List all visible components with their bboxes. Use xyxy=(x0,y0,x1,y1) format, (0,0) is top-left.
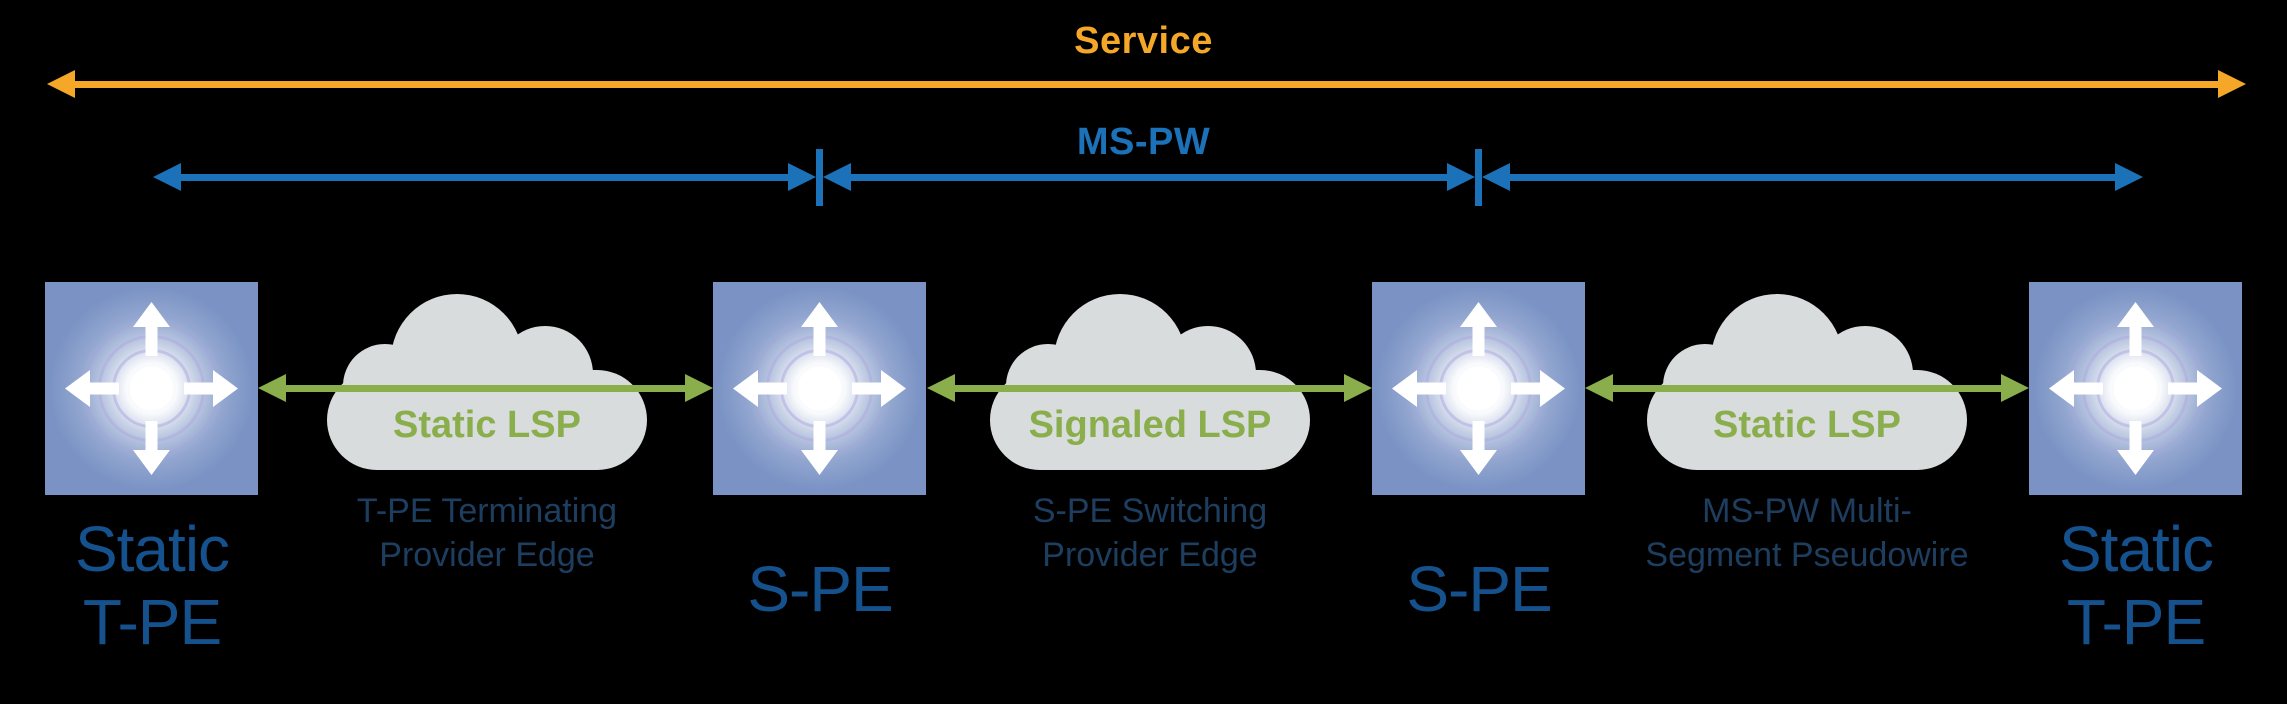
node-label-spe-right: S-PE xyxy=(1289,553,1669,626)
arrowhead-left-icon xyxy=(1585,374,1613,402)
arrow-line xyxy=(282,384,689,392)
router-node-spe-right xyxy=(1372,282,1585,495)
network-cloud-icon xyxy=(1647,294,1967,470)
router-node-static-tpe-left xyxy=(45,282,258,495)
node-label-static-tpe-right: Static T-PE xyxy=(1946,513,2287,659)
arrow-line xyxy=(177,173,792,181)
arrowhead-right-icon xyxy=(2115,163,2143,191)
description-line: MS-PW Multi- xyxy=(1702,492,1912,530)
mspw-segment-3-arrow-icon xyxy=(1482,163,2143,191)
node-label-line: S-PE xyxy=(1406,553,1552,625)
arrowhead-left-icon xyxy=(927,374,955,402)
node-label-spe-left: S-PE xyxy=(630,553,1010,626)
service-span-label: Service xyxy=(1074,20,1213,62)
arrowhead-right-icon xyxy=(685,374,713,402)
description-mspw: MS-PW Multi- Segment Pseudowire xyxy=(1577,489,2037,577)
lsp-label: Static LSP xyxy=(1713,404,1901,446)
arrowhead-right-icon xyxy=(788,163,816,191)
arrowhead-right-icon xyxy=(1447,163,1475,191)
segment-junction-bar-icon xyxy=(1475,149,1482,206)
router-cross-arrows-icon xyxy=(2029,282,2242,495)
service-double-arrow-icon xyxy=(47,70,2246,98)
router-cross-arrows-icon xyxy=(713,282,926,495)
arrow-line xyxy=(71,80,2222,88)
mspw-segment-2-arrow-icon xyxy=(823,163,1475,191)
arrowhead-left-icon xyxy=(153,163,181,191)
arrowhead-left-icon xyxy=(823,163,851,191)
lsp-label: Signaled LSP xyxy=(1028,404,1272,446)
description-tpe: T-PE Terminating Provider Edge xyxy=(257,489,717,577)
arrowhead-right-icon xyxy=(2001,374,2029,402)
signaled-lsp-arrow-icon xyxy=(927,374,1372,402)
static-lsp-arrow-icon xyxy=(1585,374,2029,402)
node-label-line: T-PE xyxy=(82,586,222,658)
arrowhead-left-icon xyxy=(47,70,75,98)
node-label-line: Static xyxy=(74,513,230,585)
node-label-line: T-PE xyxy=(2066,586,2206,658)
node-label-line: S-PE xyxy=(747,553,893,625)
node-label-static-tpe-left: Static T-PE xyxy=(0,513,342,659)
network-cloud-icon xyxy=(990,294,1310,470)
description-line: Provider Edge xyxy=(379,536,595,574)
description-line: Segment Pseudowire xyxy=(1645,536,1969,574)
description-line: T-PE Terminating xyxy=(356,492,618,530)
router-node-spe-left xyxy=(713,282,926,495)
arrow-line xyxy=(847,173,1451,181)
lsp-label: Static LSP xyxy=(393,404,581,446)
arrowhead-left-icon xyxy=(1482,163,1510,191)
mspw-segment-1-arrow-icon xyxy=(153,163,816,191)
description-spe: S-PE Switching Provider Edge xyxy=(920,489,1380,577)
arrow-line xyxy=(951,384,1348,392)
arrowhead-left-icon xyxy=(258,374,286,402)
cloud-signaled-lsp: Signaled LSP xyxy=(990,290,1310,472)
description-line: Provider Edge xyxy=(1042,536,1258,574)
arrowhead-right-icon xyxy=(2218,70,2246,98)
arrowhead-right-icon xyxy=(1344,374,1372,402)
arrow-line xyxy=(1506,173,2119,181)
static-lsp-arrow-icon xyxy=(258,374,713,402)
mspw-span-label: MS-PW xyxy=(1076,121,1211,163)
router-node-static-tpe-right xyxy=(2029,282,2242,495)
router-cross-arrows-icon xyxy=(45,282,258,495)
description-line: S-PE Switching xyxy=(1032,492,1268,530)
arrow-line xyxy=(1609,384,2005,392)
router-cross-arrows-icon xyxy=(1372,282,1585,495)
cloud-static-lsp-right: Static LSP xyxy=(1647,290,1967,472)
segment-junction-bar-icon xyxy=(816,149,823,206)
node-label-line: Static xyxy=(2058,513,2214,585)
